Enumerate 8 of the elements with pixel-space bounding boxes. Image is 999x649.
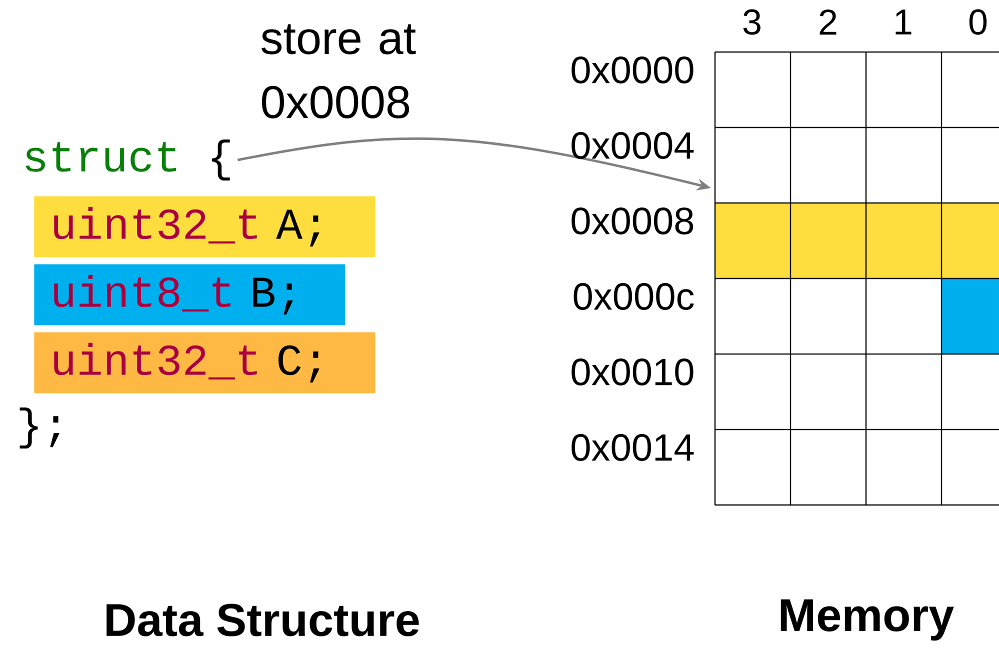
section-heading: Data Structure (106, 604, 419, 636)
code-text: struct { (26, 140, 230, 180)
code-text: }; (20, 408, 60, 448)
address-label: 0x0008 (572, 208, 694, 234)
address-label: 0x0004 (572, 132, 694, 159)
section-heading: Memory (780, 599, 954, 641)
memory-grid (714, 51, 999, 506)
edge-label: store at 0x0008 (262, 24, 416, 118)
